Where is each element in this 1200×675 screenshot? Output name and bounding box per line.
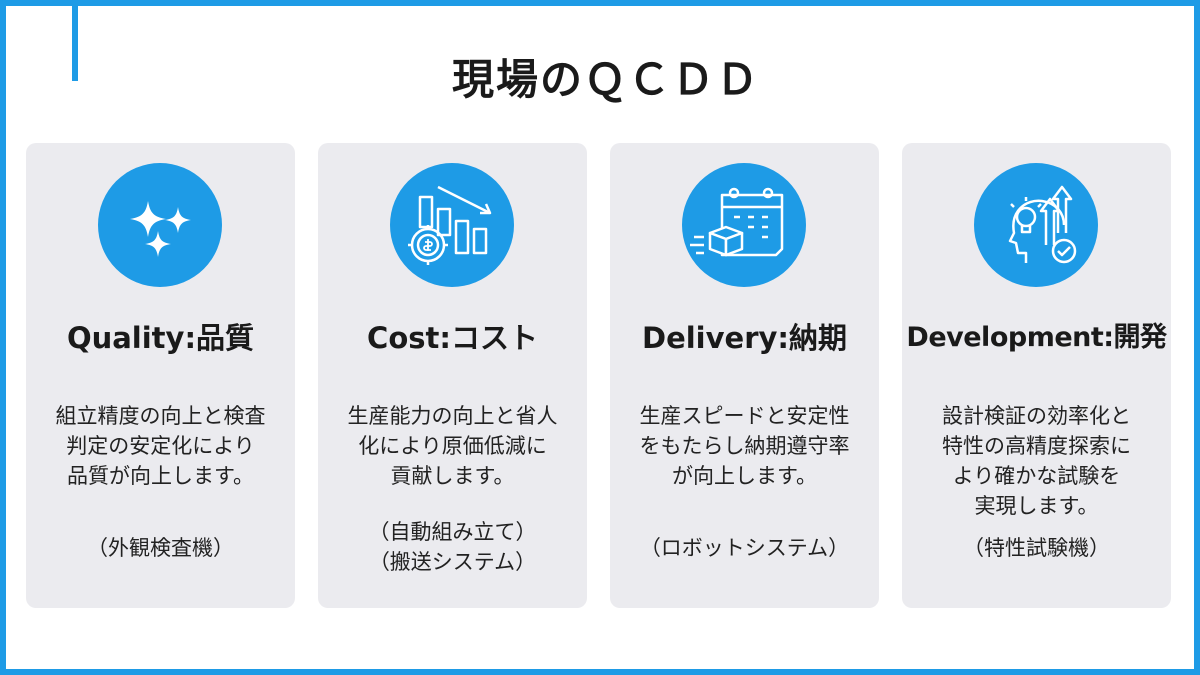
card-note: （ロボットシステム） bbox=[639, 536, 850, 560]
accent-bar bbox=[72, 6, 78, 81]
card-title: Quality:品質 bbox=[66, 321, 255, 355]
card-cost: Cost:コスト 生産能力の向上と省人 化により原価低減に 貢献します。 （自動… bbox=[318, 143, 587, 608]
card-description: 組立精度の向上と検査 判定の安定化により 品質が向上します。 bbox=[55, 404, 266, 488]
card-quality: Quality:品質 組立精度の向上と検査 判定の安定化により 品質が向上します… bbox=[26, 143, 295, 608]
card-description: 設計検証の効率化と 特性の高精度探索に より確かな試験を 実現します。 bbox=[942, 404, 1131, 518]
card-row: Quality:品質 組立精度の向上と検査 判定の安定化により 品質が向上します… bbox=[26, 143, 1176, 608]
page-title: 現場のＱＣＤＤ bbox=[451, 55, 760, 104]
card-title: Cost:コスト bbox=[367, 321, 538, 355]
delivery-calendar-icon bbox=[682, 163, 806, 287]
card-description: 生産スピードと安定性 をもたらし納期遵守率 が向上します。 bbox=[639, 404, 850, 488]
cost-reduction-chart-icon bbox=[390, 163, 514, 287]
development-idea-icon bbox=[974, 163, 1098, 287]
card-title: Development:開発 bbox=[906, 322, 1167, 353]
card-development: Development:開発 設計検証の効率化と 特性の高精度探索に より確かな… bbox=[902, 143, 1171, 608]
card-delivery: Delivery:納期 生産スピードと安定性 をもたらし納期遵守率 が向上します… bbox=[610, 143, 879, 608]
card-note: （外観検査機） bbox=[87, 536, 234, 560]
card-title: Delivery:納期 bbox=[642, 321, 847, 355]
sparkles-icon bbox=[98, 163, 222, 287]
card-note: （自動組み立て） （搬送システム） bbox=[368, 520, 537, 574]
card-description: 生産能力の向上と省人 化により原価低減に 貢献します。 bbox=[347, 404, 558, 488]
card-note: （特性試験機） bbox=[963, 536, 1110, 560]
